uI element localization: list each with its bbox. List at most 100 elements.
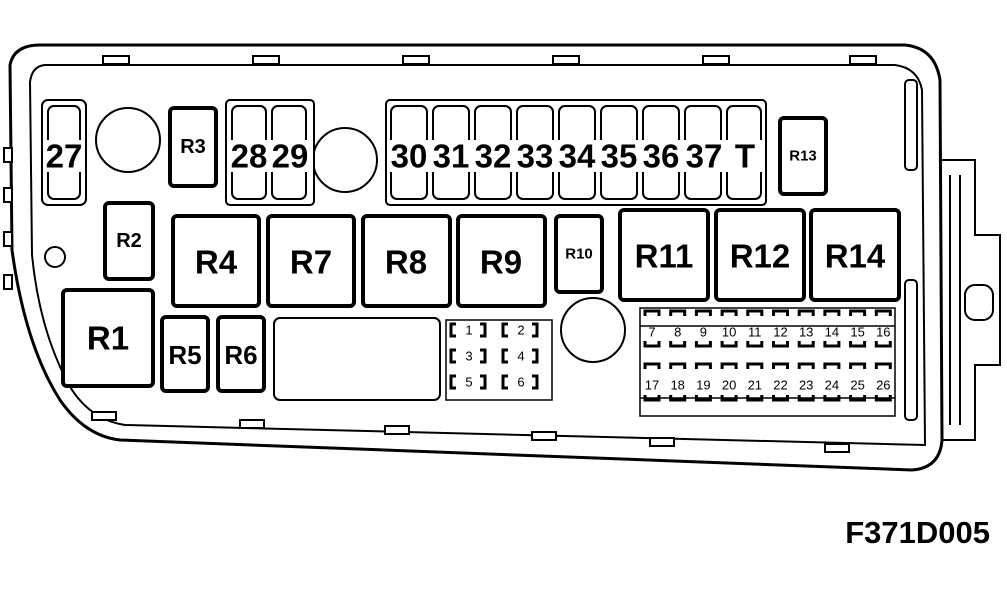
mini-fuse-terminal	[694, 309, 712, 316]
svg-text:2: 2	[517, 323, 524, 338]
mini-fuse-label-15: 15	[850, 325, 864, 340]
mini-fuse-label-8: 8	[674, 325, 681, 340]
mini-fuse-label-7: 7	[648, 325, 655, 340]
mini-fuse-terminal	[746, 309, 764, 316]
svg-text:T: T	[735, 138, 755, 175]
svg-text:R13: R13	[789, 148, 817, 165]
svg-text:34: 34	[559, 138, 596, 175]
mount-hole	[560, 297, 626, 363]
mount-hole	[95, 107, 161, 173]
relay-r10: R10	[554, 214, 604, 294]
svg-text:6: 6	[517, 375, 524, 390]
mini-fuse-terminal	[720, 341, 738, 348]
blank-module	[273, 317, 441, 401]
mini-fuse-label-12: 12	[773, 325, 787, 340]
mini-fuse-terminal	[772, 341, 789, 348]
relay-r4: R4	[171, 214, 261, 308]
mini-fuse-terminal	[823, 362, 841, 369]
svg-text:5: 5	[465, 375, 472, 390]
mini-fuse-terminal	[669, 395, 687, 402]
side-connector	[904, 79, 1001, 441]
relay-r13: R13	[778, 116, 828, 196]
svg-text:30: 30	[391, 138, 428, 175]
relay-r6: R6	[216, 315, 266, 393]
svg-text:R4: R4	[195, 244, 238, 281]
fuse-label-28: 28	[231, 138, 268, 175]
mini-fuse-label-25: 25	[850, 378, 864, 393]
fuse-27: 27	[41, 99, 87, 206]
mini-fuse-label-9: 9	[700, 325, 707, 340]
svg-text:R11: R11	[635, 238, 694, 275]
svg-text:R5: R5	[168, 340, 201, 370]
relay-r2: R2	[103, 201, 155, 281]
svg-text:1: 1	[465, 323, 472, 338]
mini-fuse-terminal	[797, 362, 815, 369]
mini-fuse-terminal	[772, 309, 789, 316]
mini-fuse-label-17: 17	[645, 378, 659, 393]
mini-fuse-label-21: 21	[748, 378, 762, 393]
mini-fuse-terminal	[772, 362, 789, 369]
relay-r8: R8	[361, 214, 452, 308]
svg-text:R9: R9	[480, 244, 522, 281]
mini-fuse-terminal	[643, 362, 661, 369]
svg-text:36: 36	[643, 138, 680, 175]
svg-text:31: 31	[433, 138, 470, 175]
mini-fuse-terminal	[643, 309, 661, 316]
fuse-group-28-29: 28 29	[225, 99, 315, 206]
diagram-code: F371D005	[845, 515, 990, 550]
relay-r9: R9	[456, 214, 547, 308]
mini-fuse-terminal	[823, 309, 841, 316]
mini-fuse-terminal	[874, 341, 892, 348]
svg-text:35: 35	[601, 138, 638, 175]
small-fuse-block: 1 2 3 4 5 6	[445, 319, 553, 401]
housing-tabs	[3, 55, 877, 453]
mini-fuse-terminal	[874, 362, 892, 369]
svg-text:R14: R14	[825, 238, 886, 275]
mini-fuse-terminal	[874, 309, 892, 316]
mini-fuse-label-10: 10	[722, 325, 736, 340]
relay-r12: R12	[714, 208, 806, 302]
fuse-group-30-T: 30 31 32 33 34 35 36 37 T	[385, 99, 767, 206]
mini-fuse-label-24: 24	[825, 378, 839, 393]
mini-fuse-label-18: 18	[670, 378, 684, 393]
mini-fuse-terminal	[849, 362, 867, 369]
mini-fuse-label-19: 19	[696, 378, 710, 393]
relay-r14: R14	[809, 208, 901, 302]
svg-text:37: 37	[686, 138, 723, 175]
mini-fuse-terminal	[849, 341, 867, 348]
mini-fuse-terminal	[643, 395, 661, 402]
mini-fuse-label-23: 23	[799, 378, 813, 393]
svg-text:R1: R1	[87, 320, 129, 357]
svg-text:32: 32	[475, 138, 512, 175]
housing-outline	[8, 43, 944, 472]
mini-fuse-terminal	[720, 309, 738, 316]
mini-fuse-terminal	[643, 341, 661, 348]
mini-fuse-label-13: 13	[799, 325, 813, 340]
mini-fuse-label-11: 11	[748, 325, 762, 340]
mini-fuse-label-14: 14	[825, 325, 839, 340]
mini-fuse-terminal	[797, 395, 815, 402]
mini-fuse-terminal	[720, 362, 738, 369]
mini-fuse-terminal	[669, 341, 687, 348]
mini-fuse-terminal	[694, 341, 712, 348]
mini-fuse-terminal	[746, 362, 764, 369]
fuse-label-27: 27	[46, 138, 83, 175]
mini-fuse-label-20: 20	[722, 378, 736, 393]
svg-text:R6: R6	[224, 340, 257, 370]
relay-r1: R1	[61, 288, 155, 388]
mini-fuse-terminal	[823, 341, 841, 348]
mini-fuse-label-26: 26	[876, 378, 890, 393]
small-hole	[44, 246, 66, 268]
mini-fuse-terminal	[694, 395, 712, 402]
mini-fuse-terminal	[772, 395, 789, 402]
mini-fuse-terminal	[746, 395, 764, 402]
mini-fuse-terminal	[849, 395, 867, 402]
mini-fuse-terminal	[797, 309, 815, 316]
relay-r11: R11	[618, 208, 710, 302]
relay-r3: R3	[168, 106, 218, 188]
mini-fuse-terminal	[849, 309, 867, 316]
svg-text:33: 33	[517, 138, 554, 175]
mini-fuse-terminal	[669, 362, 687, 369]
